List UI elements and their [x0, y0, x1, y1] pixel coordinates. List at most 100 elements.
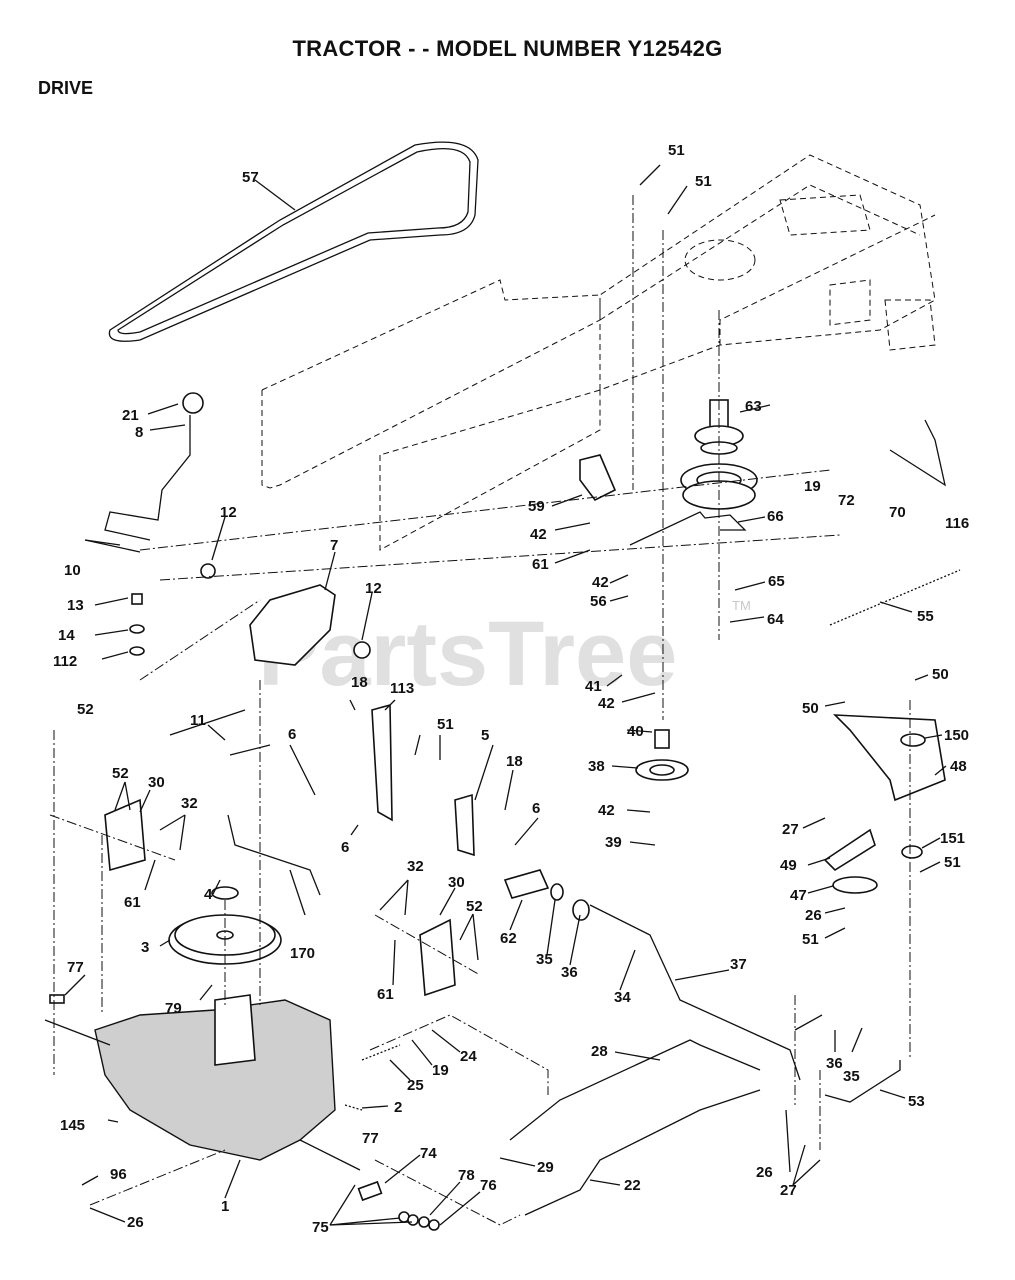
callout-38: 38 — [588, 758, 605, 775]
callout-29: 29 — [537, 1159, 554, 1176]
callout-26: 26 — [805, 907, 822, 924]
bracket-5 — [454, 793, 475, 857]
control-rod — [589, 904, 801, 1081]
brake-bracket — [889, 419, 946, 487]
callout-32: 32 — [181, 795, 198, 812]
callout-37: 37 — [730, 956, 747, 973]
callout-59: 59 — [528, 498, 545, 515]
callout-3: 3 — [141, 939, 149, 956]
idler-arm — [629, 511, 747, 546]
shaft-62 — [503, 869, 550, 899]
callout-50: 50 — [802, 700, 819, 717]
callout-170: 170 — [290, 945, 315, 962]
mount-bracket-right — [419, 918, 456, 997]
callout-12: 12 — [365, 580, 382, 597]
idler-pulley-brake — [832, 876, 878, 894]
callout-18: 18 — [506, 753, 523, 770]
callout-49: 49 — [780, 857, 797, 874]
callout-62: 62 — [500, 930, 517, 947]
callout-61: 61 — [532, 556, 549, 573]
callout-12: 12 — [220, 504, 237, 521]
callout-25: 25 — [407, 1077, 424, 1094]
callout-19: 19 — [804, 478, 821, 495]
callout-48: 48 — [950, 758, 967, 775]
callout-52: 52 — [112, 765, 129, 782]
callout-35: 35 — [536, 951, 553, 968]
shift-lever — [104, 415, 191, 541]
callout-26: 26 — [127, 1214, 144, 1231]
callout-22: 22 — [624, 1177, 641, 1194]
callout-66: 66 — [767, 508, 784, 525]
callout-30: 30 — [148, 774, 165, 791]
callout-51: 51 — [944, 854, 961, 871]
shift-knob — [182, 392, 204, 414]
callout-51: 51 — [802, 931, 819, 948]
shift-bracket — [249, 584, 336, 666]
callout-6: 6 — [341, 839, 349, 856]
callout-27: 27 — [780, 1182, 797, 1199]
callout-7: 7 — [330, 537, 338, 554]
page-title: TRACTOR - - MODEL NUMBER Y12542G — [292, 36, 723, 61]
tension-spring — [829, 569, 961, 626]
callout-79: 79 — [165, 1000, 182, 1017]
callout-74: 74 — [420, 1145, 437, 1162]
idler-bracket — [579, 454, 617, 502]
callout-52: 52 — [466, 898, 483, 915]
frame-outline — [261, 154, 936, 551]
rod-53 — [824, 1060, 901, 1103]
callout-50: 50 — [932, 666, 949, 683]
callout-34: 34 — [614, 989, 631, 1006]
callout-96: 96 — [110, 1166, 127, 1183]
pulley-bracket — [832, 714, 946, 802]
callout-41: 41 — [585, 678, 602, 695]
leader-lines — [64, 164, 947, 1226]
callout-61: 61 — [124, 894, 141, 911]
callout-10: 10 — [64, 562, 81, 579]
callout-8: 8 — [135, 424, 143, 441]
callout-2: 2 — [394, 1099, 402, 1116]
rod-22 — [524, 1089, 761, 1216]
callout-36: 36 — [826, 1055, 843, 1072]
watermark-tm: TM — [732, 598, 751, 613]
callout-151: 151 — [940, 830, 965, 847]
callout-51: 51 — [437, 716, 454, 733]
callout-27: 27 — [782, 821, 799, 838]
callout-30: 30 — [448, 874, 465, 891]
callout-24: 24 — [460, 1048, 477, 1065]
callout-53: 53 — [908, 1093, 925, 1110]
callout-77: 77 — [362, 1130, 379, 1147]
clutch-rod — [227, 814, 321, 896]
callout-56: 56 — [590, 593, 607, 610]
callout-55: 55 — [917, 608, 934, 625]
callout-77: 77 — [67, 959, 84, 976]
transaxle — [44, 994, 361, 1171]
callout-52: 52 — [77, 701, 94, 718]
callout-61: 61 — [377, 986, 394, 1003]
callout-150: 150 — [944, 727, 969, 744]
callout-116: 116 — [945, 515, 969, 532]
callout-42: 42 — [598, 695, 615, 712]
callout-72: 72 — [838, 492, 855, 509]
callout-63: 63 — [745, 398, 762, 415]
callout-64: 64 — [767, 611, 784, 628]
callout-47: 47 — [790, 887, 807, 904]
mount-bracket-left — [104, 798, 146, 872]
callout-70: 70 — [889, 504, 906, 521]
callout-18: 18 — [351, 674, 368, 691]
callout-78: 78 — [458, 1167, 475, 1184]
callout-145: 145 — [60, 1117, 85, 1134]
callout-6: 6 — [532, 800, 540, 817]
bracket-113 — [371, 703, 393, 822]
callout-65: 65 — [768, 573, 785, 590]
callout-35: 35 — [843, 1068, 860, 1085]
callout-28: 28 — [591, 1043, 608, 1060]
callout-57: 57 — [242, 169, 259, 186]
callout-42: 42 — [592, 574, 609, 591]
callout-76: 76 — [480, 1177, 497, 1194]
callout-21: 21 — [122, 407, 139, 424]
spring-25 — [361, 1044, 401, 1061]
callout-11: 11 — [190, 712, 206, 729]
callout-36: 36 — [561, 964, 578, 981]
callout-13: 13 — [67, 597, 84, 614]
